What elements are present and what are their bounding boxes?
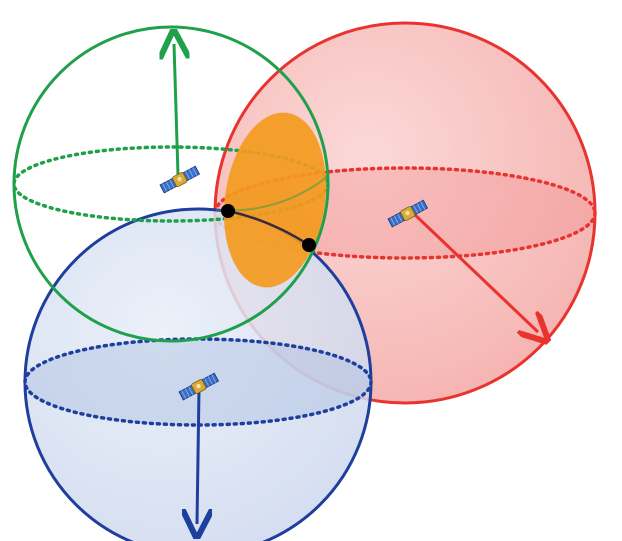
green-sphere: [12, 25, 330, 343]
red-radius-arrow: [410, 210, 538, 332]
intersection-region: [223, 112, 327, 288]
blue-radius-arrow: [197, 388, 199, 524]
intersection-point-1: [221, 204, 235, 218]
satellite-icon: [159, 164, 201, 195]
green-sphere-equator: [12, 145, 330, 223]
intersection-arc: [227, 209, 310, 247]
intersection-point-2: [302, 238, 316, 252]
green-radius-arrow: [174, 44, 178, 176]
